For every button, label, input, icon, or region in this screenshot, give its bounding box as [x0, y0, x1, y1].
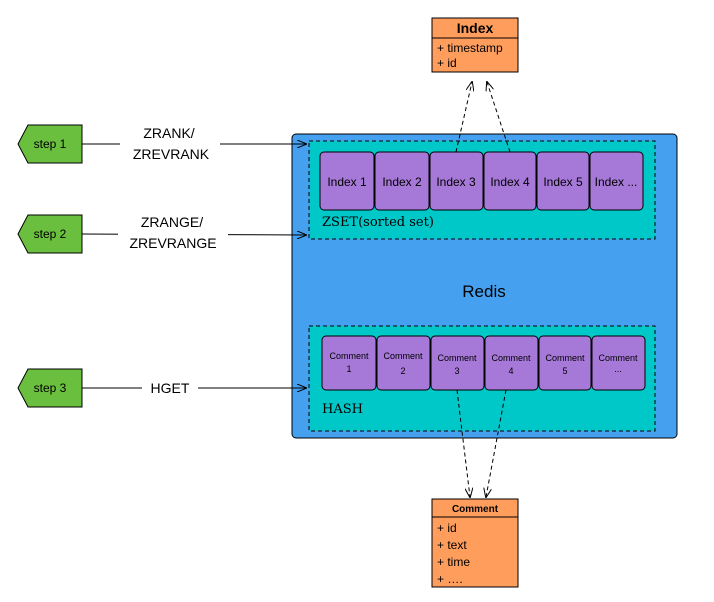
- hash-item-label: Comment: [491, 353, 531, 363]
- comment-class-box: Comment + id + text + time + ….: [431, 498, 519, 588]
- comment-class-field: + id: [437, 521, 457, 535]
- hash-item-number: 5: [562, 366, 567, 376]
- hash-items: Comment 1 Comment 2 Comment 3 Comment 4 …: [321, 335, 646, 391]
- index-link-arrow: [455, 82, 472, 153]
- command-label: ZRANK/: [143, 125, 194, 141]
- zset-label: ZSET(sorted set): [322, 215, 434, 230]
- zset-item-label: Index 2: [382, 175, 422, 189]
- index-class-box: Index + timestamp + id: [431, 17, 519, 73]
- zset-item-label: Index 4: [490, 175, 530, 189]
- hash-item-label: Comment: [545, 353, 585, 363]
- hash-item-number: 2: [400, 366, 405, 376]
- step-label: step 2: [34, 227, 67, 241]
- hash-item: [430, 335, 485, 391]
- zset-item-label: Index 5: [543, 175, 583, 189]
- command-label: HGET: [151, 380, 190, 396]
- index-class-title: Index: [457, 20, 494, 36]
- zset-item-label: Index 3: [436, 175, 476, 189]
- hash-item: [538, 335, 592, 391]
- hash-item-number: 4: [508, 366, 513, 376]
- hash-item-number: 3: [454, 366, 459, 376]
- step-1: step 1: [17, 124, 83, 164]
- zset-item: [374, 151, 430, 211]
- hash-item-number: 1: [346, 364, 351, 374]
- step-label: step 3: [34, 381, 67, 395]
- hash-item-label: Comment: [383, 351, 423, 361]
- hash-item-number: ...: [614, 364, 622, 374]
- command-label-bg: [142, 378, 198, 398]
- index-link-arrow: [487, 82, 511, 153]
- hash-item-label: Comment: [598, 353, 638, 363]
- comment-class-field: + time: [437, 555, 470, 569]
- hash-item: [484, 335, 539, 391]
- zset-item-label: Index 1: [327, 175, 367, 189]
- hash-item-label: Comment: [329, 351, 369, 361]
- index-class-field: + id: [437, 56, 457, 70]
- zset-item: [589, 151, 644, 211]
- comment-link-arrow: [456, 389, 470, 497]
- zset-item: [536, 151, 590, 211]
- command-label-bg: [120, 122, 220, 166]
- comment-class-title: Comment: [452, 504, 499, 515]
- index-class-field: + timestamp: [437, 41, 503, 55]
- command-label-bg: [118, 212, 228, 256]
- hash-item: [321, 335, 377, 391]
- command-label: ZRANGE/: [141, 214, 203, 230]
- zset-item: [319, 151, 375, 211]
- zset-items: Index 1 Index 2 Index 3 Index 4 Index 5 …: [319, 151, 644, 211]
- redis-title: Redis: [462, 282, 505, 301]
- comment-class-field: + text: [437, 538, 467, 552]
- hash-label: HASH: [322, 402, 363, 417]
- command-label: ZREVRANGE: [129, 235, 216, 251]
- step-label: step 1: [34, 137, 67, 151]
- zset-item-label: Index ...: [595, 175, 638, 189]
- hash-item: [376, 335, 431, 391]
- comment-class-field: + ….: [437, 572, 463, 586]
- hash-item-label: Comment: [437, 353, 477, 363]
- step-2: step 2: [17, 214, 83, 254]
- step-3: step 3: [17, 368, 83, 408]
- hash-item: [591, 335, 646, 391]
- command-label: ZREVRANK: [133, 146, 210, 162]
